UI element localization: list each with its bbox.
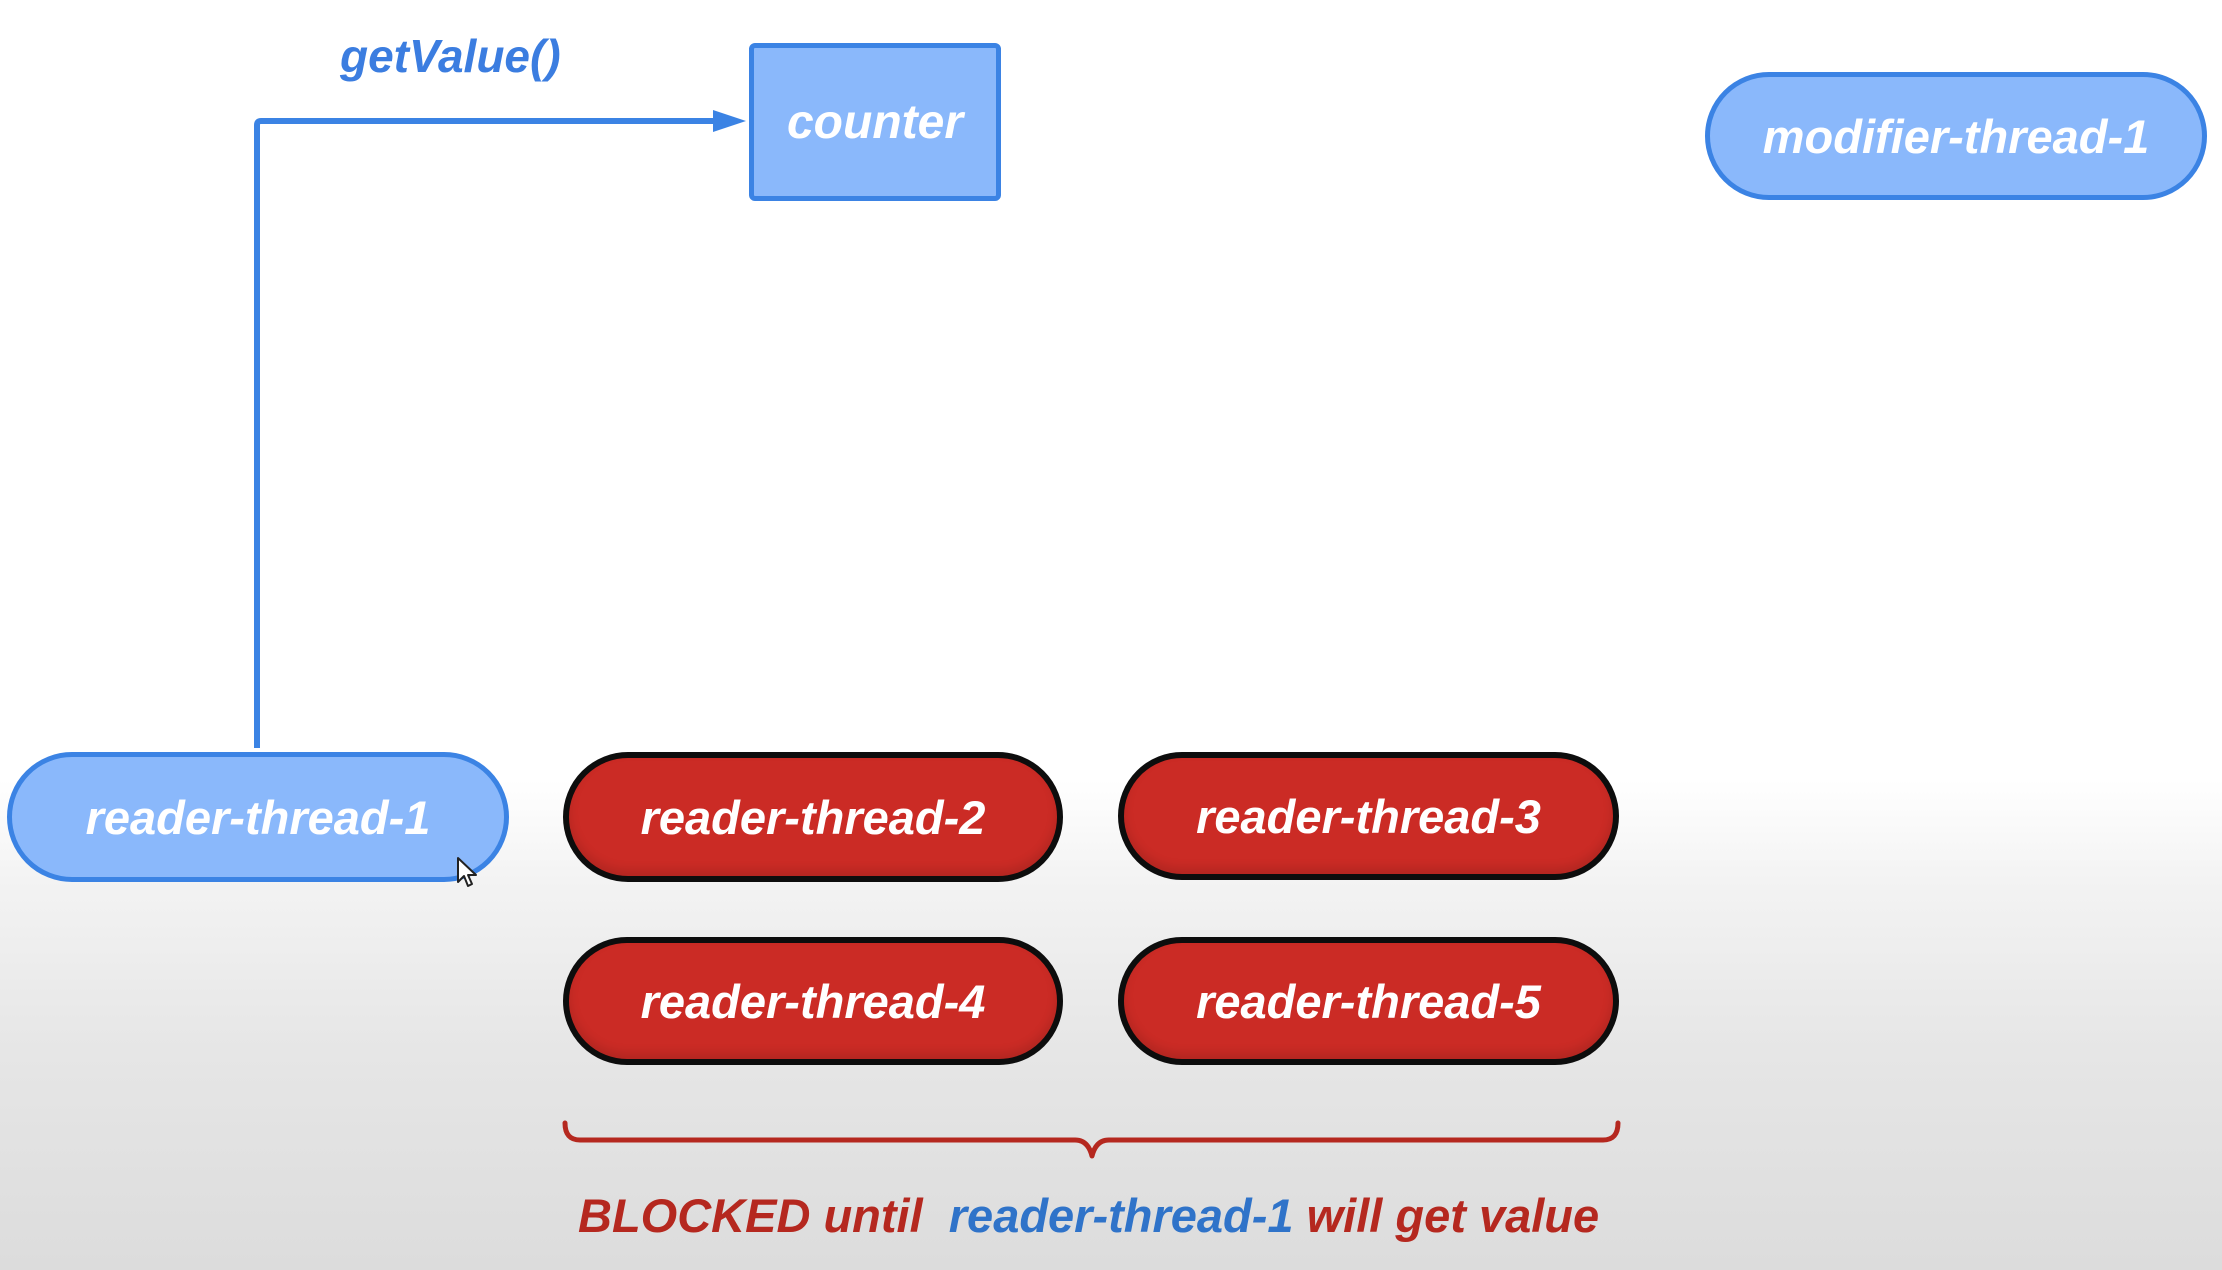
caption-prefix: BLOCKED until bbox=[578, 1189, 923, 1242]
blocked-caption: BLOCKED until reader-thread-1 will get v… bbox=[578, 1188, 1599, 1243]
caption-highlight: reader-thread-1 bbox=[948, 1189, 1294, 1242]
reader-thread-2-node: reader-thread-2 bbox=[563, 752, 1063, 882]
reader-thread-4-node: reader-thread-4 bbox=[563, 937, 1063, 1065]
counter-resource-box: counter bbox=[749, 43, 1001, 201]
getvalue-arrow-line bbox=[254, 118, 725, 748]
reader-thread-5-node: reader-thread-5 bbox=[1118, 937, 1619, 1065]
getvalue-arrowhead bbox=[713, 110, 746, 132]
mouse-pointer-icon bbox=[457, 857, 477, 887]
caption-suffix: will get value bbox=[1306, 1189, 1600, 1242]
blocked-group-brace bbox=[562, 1120, 1621, 1159]
reader-thread-3-node: reader-thread-3 bbox=[1118, 752, 1619, 880]
modifier-thread-1-node: modifier-thread-1 bbox=[1705, 72, 2207, 200]
reader-thread-1-node: reader-thread-1 bbox=[7, 752, 509, 882]
getvalue-call-label: getValue() bbox=[340, 30, 561, 82]
